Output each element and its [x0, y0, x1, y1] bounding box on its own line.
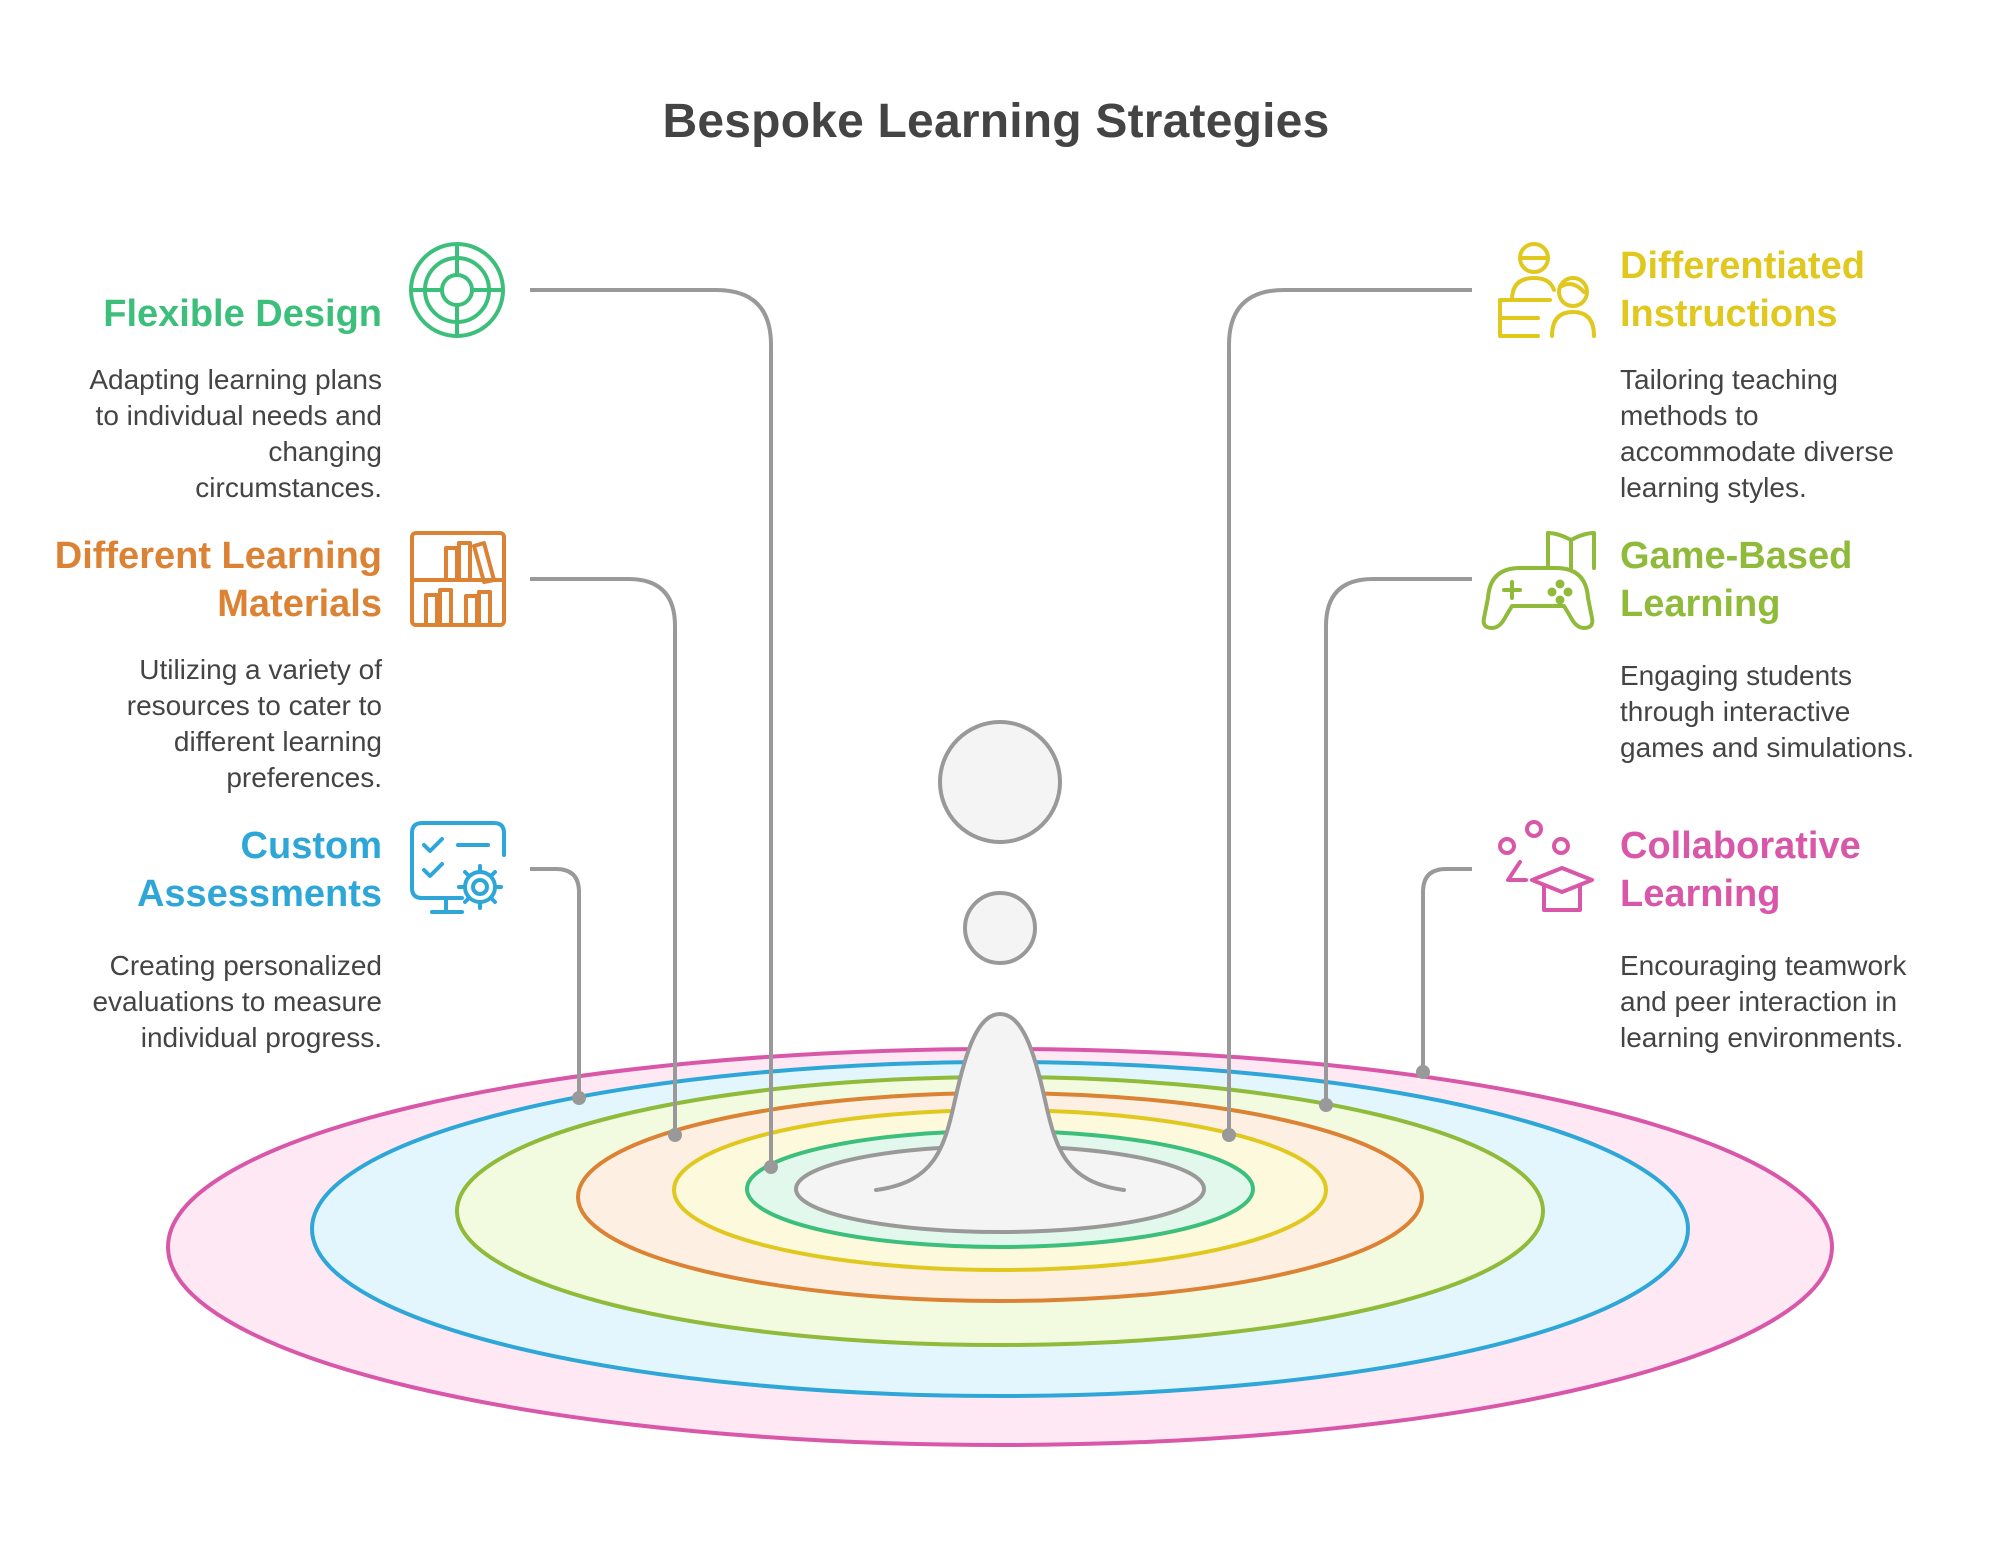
- dot-differentiated-instructions: [1222, 1128, 1236, 1142]
- desc-line: through interactive: [1620, 696, 1851, 727]
- connector-differentiated-instructions: [1227, 288, 1472, 1135]
- heading-line: Collaborative: [1620, 825, 1861, 867]
- desc-line: Engaging students: [1620, 660, 1852, 691]
- large-drop: [938, 720, 1062, 844]
- heading-line: Game-Based: [1620, 535, 1853, 577]
- desc-line: Utilizing a variety of: [139, 654, 382, 685]
- heading-line: Instructions: [1620, 293, 1838, 335]
- dot-flexible-design: [764, 1160, 778, 1174]
- desc-line: Adapting learning plans: [89, 364, 382, 395]
- connector-game-based-learning: [1324, 577, 1472, 1105]
- connector-collaborative-learning: [1421, 867, 1472, 1072]
- desc-line: evaluations to measure: [92, 986, 382, 1017]
- desc-line: and peer interaction in: [1620, 986, 1898, 1017]
- desc-line: to individual needs and: [95, 400, 382, 431]
- target-icon: [409, 242, 505, 338]
- desc-line: Tailoring teaching: [1620, 364, 1838, 395]
- heading-collaborative-learning: Collaborative Learning: [1620, 822, 1970, 918]
- people-graduation-cap-icon: [1498, 820, 1594, 912]
- heading-line: Assessments: [136, 873, 382, 915]
- desc-flexible-design: Adapting learning plans to individual ne…: [40, 362, 382, 506]
- heading-line: Learning: [1620, 873, 1781, 915]
- splash-column: [874, 1011, 1126, 1192]
- desc-custom-assessments: Creating personalized evaluations to mea…: [40, 948, 382, 1056]
- page-title: Bespoke Learning Strategies: [662, 95, 1330, 148]
- teacher-student-icon: [1498, 242, 1596, 338]
- desc-line: individual progress.: [140, 1022, 382, 1053]
- heading-line: Custom: [240, 825, 382, 867]
- heading-line: Flexible Design: [103, 293, 382, 335]
- dot-game-based-learning: [1319, 1098, 1333, 1112]
- heading-different-learning-materials: Different Learning Materials: [40, 532, 382, 628]
- connector-custom-assessments: [530, 867, 581, 1098]
- connector-flexible-design: [530, 288, 773, 1167]
- small-drop: [963, 891, 1037, 965]
- heading-line: Different Learning: [54, 535, 382, 577]
- heading-custom-assessments: Custom Assessments: [40, 822, 382, 918]
- desc-line: learning styles.: [1620, 472, 1807, 503]
- dot-collaborative-learning: [1416, 1065, 1430, 1079]
- desc-collaborative-learning: Encouraging teamwork and peer interactio…: [1620, 948, 1970, 1056]
- heading-line: Learning: [1620, 583, 1781, 625]
- desc-line: learning environments.: [1620, 1022, 1904, 1053]
- desc-line: changing: [268, 436, 382, 467]
- gamepad-book-icon: [1481, 531, 1596, 630]
- desc-line: games and simulations.: [1620, 732, 1915, 763]
- desc-line: accommodate diverse: [1620, 436, 1894, 467]
- desc-line: preferences.: [226, 762, 382, 793]
- checklist-gear-icon: [410, 821, 506, 914]
- connectors: [530, 288, 1472, 1167]
- heading-flexible-design: Flexible Design: [40, 290, 382, 338]
- heading-line: Materials: [217, 583, 382, 625]
- desc-line: Encouraging teamwork: [1620, 950, 1907, 981]
- heading-line: Differentiated: [1620, 245, 1865, 287]
- heading-game-based-learning: Game-Based Learning: [1620, 532, 1970, 628]
- desc-differentiated-instructions: Tailoring teaching methods to accommodat…: [1620, 362, 1970, 506]
- desc-different-learning-materials: Utilizing a variety of resources to cate…: [40, 652, 382, 796]
- ripple-rings: [166, 1047, 1834, 1447]
- desc-game-based-learning: Engaging students through interactive ga…: [1620, 658, 1970, 766]
- desc-line: Creating personalized: [109, 950, 382, 981]
- desc-line: circumstances.: [195, 472, 382, 503]
- desc-line: methods to: [1620, 400, 1759, 431]
- connector-dots: [572, 1065, 1430, 1174]
- dot-custom-assessments: [572, 1091, 586, 1105]
- desc-line: resources to cater to: [126, 690, 382, 721]
- bookshelf-icon: [410, 531, 506, 627]
- connector-different-learning-materials: [530, 577, 677, 1135]
- heading-differentiated-instructions: Differentiated Instructions: [1620, 242, 1970, 338]
- desc-line: different learning: [173, 726, 382, 757]
- dot-different-learning-materials: [668, 1128, 682, 1142]
